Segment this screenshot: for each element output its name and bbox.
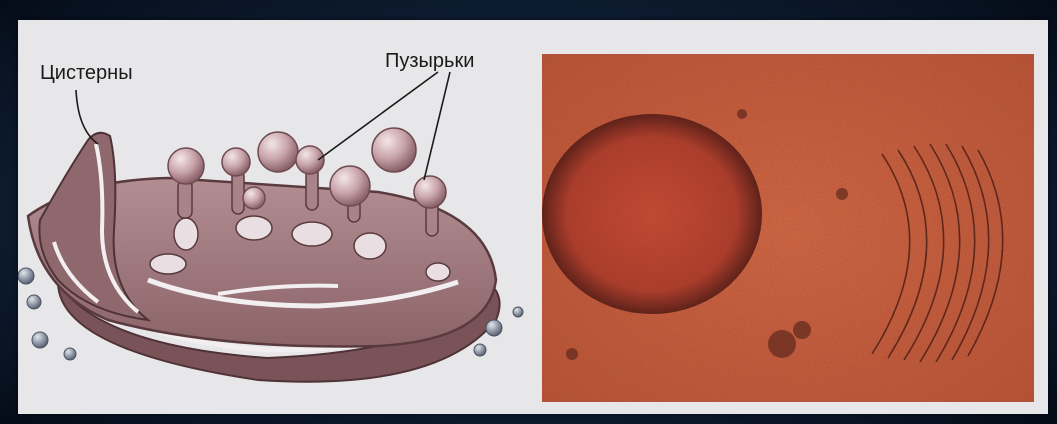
label-vesicles: Пузырьки	[385, 50, 474, 73]
vesicle	[372, 128, 416, 172]
figure-panel: Цистерны Пузырьки	[18, 20, 1048, 414]
vesicle	[330, 166, 370, 206]
leader-line-vesicles-2	[424, 72, 450, 180]
free-vesicle	[18, 268, 34, 284]
vesicle	[243, 187, 265, 209]
micrograph-image	[542, 54, 1034, 402]
free-vesicle	[27, 295, 41, 309]
electron-micrograph	[542, 54, 1034, 402]
vesicle	[414, 176, 446, 208]
vesicle	[168, 148, 204, 184]
free-vesicle	[513, 307, 523, 317]
vesicle	[222, 148, 250, 176]
free-vesicle	[32, 332, 48, 348]
vesicle	[296, 146, 324, 174]
free-vesicle	[64, 348, 76, 360]
free-vesicle	[486, 320, 502, 336]
label-cisterns: Цистерны	[40, 62, 133, 85]
vesicle	[258, 132, 298, 172]
free-vesicle	[474, 344, 486, 356]
